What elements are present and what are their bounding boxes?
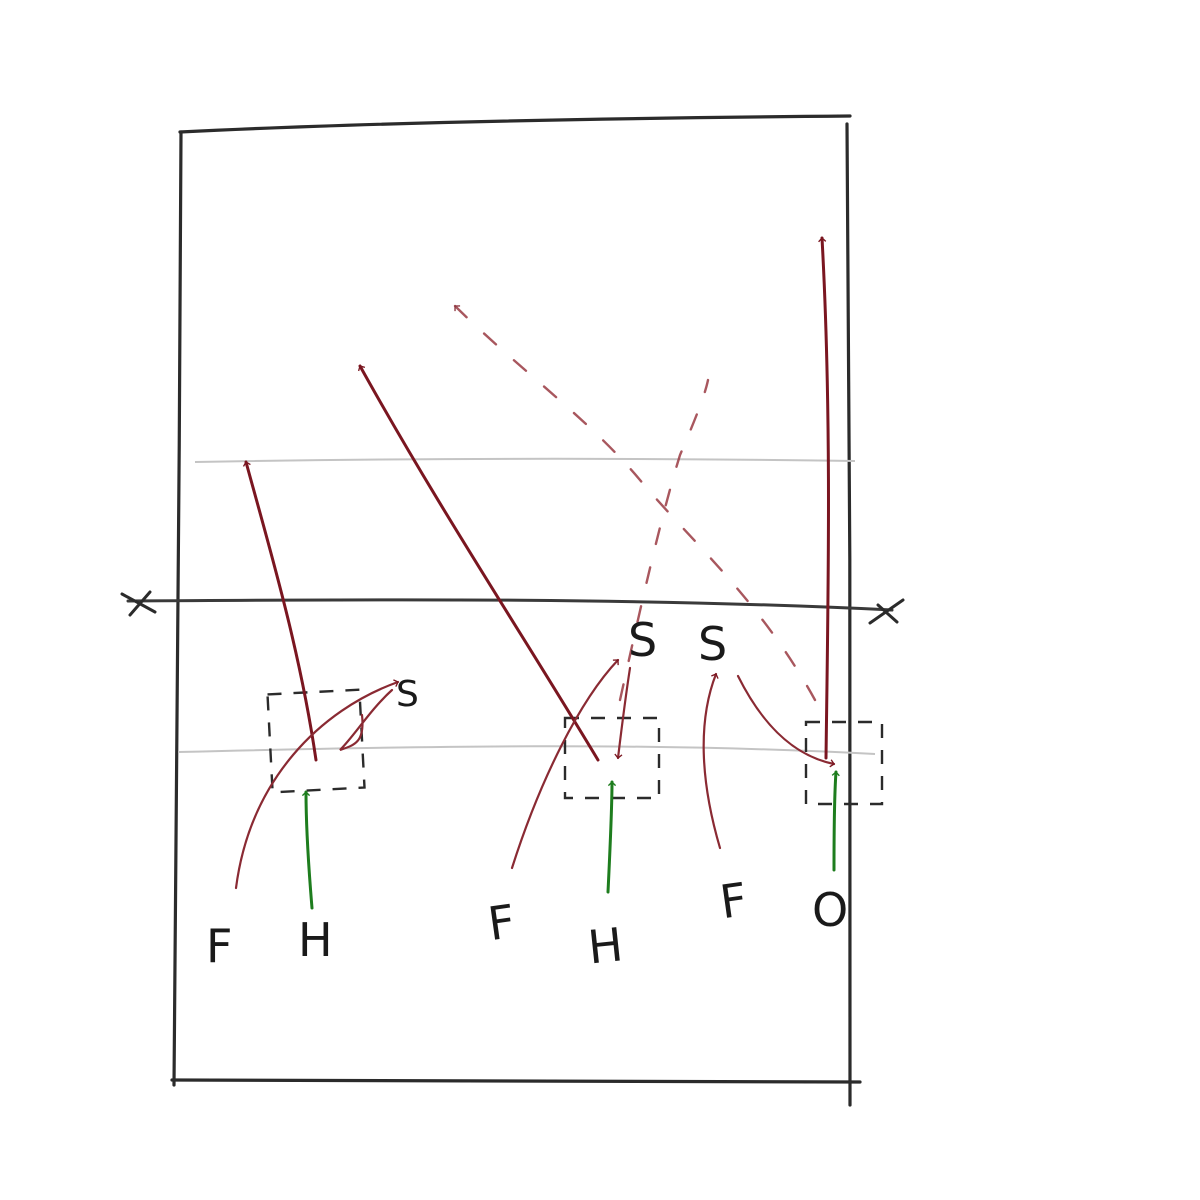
player-setter-left: S [396, 674, 419, 715]
player-back-left: F [206, 919, 232, 973]
net [126, 598, 894, 612]
player-back-middle: F [485, 894, 519, 951]
route-setter-middle-drop [614, 666, 632, 760]
route-back-middle-to-setter [510, 658, 620, 870]
court-right-line [845, 122, 852, 1107]
court-left-line [172, 130, 183, 1087]
player-back-right: F [717, 872, 751, 929]
target-zone-right [804, 720, 884, 806]
player-setter-right: S [698, 617, 727, 671]
route-setter-left-return [339, 688, 394, 752]
route-back-right-to-setter [702, 672, 722, 850]
attack-line-far [194, 457, 856, 463]
player-hitter-left: H [298, 913, 333, 967]
player-opposite: O [812, 883, 848, 937]
court-bottom-line [170, 1078, 862, 1084]
approach-arrow-middle [606, 780, 617, 894]
route-middle-cross [357, 364, 600, 762]
player-setter-middle: S [628, 613, 657, 667]
attack-line-near [177, 745, 876, 755]
route-back-left-to-setter [234, 679, 400, 890]
net-post-right [868, 598, 905, 625]
route-setter-right-to-opposite [736, 674, 836, 768]
route-right-line [818, 236, 830, 760]
court-outline [170, 114, 862, 1107]
route-left-hitter [242, 460, 318, 762]
net-post-left [120, 590, 157, 617]
approach-arrow-left [301, 790, 314, 910]
target-zone-left [266, 688, 366, 794]
dashed-route-to-cross [453, 304, 817, 702]
player-hitter-middle: H [585, 917, 625, 974]
approach-arrow-right [831, 770, 840, 872]
court-top-line [178, 114, 852, 134]
